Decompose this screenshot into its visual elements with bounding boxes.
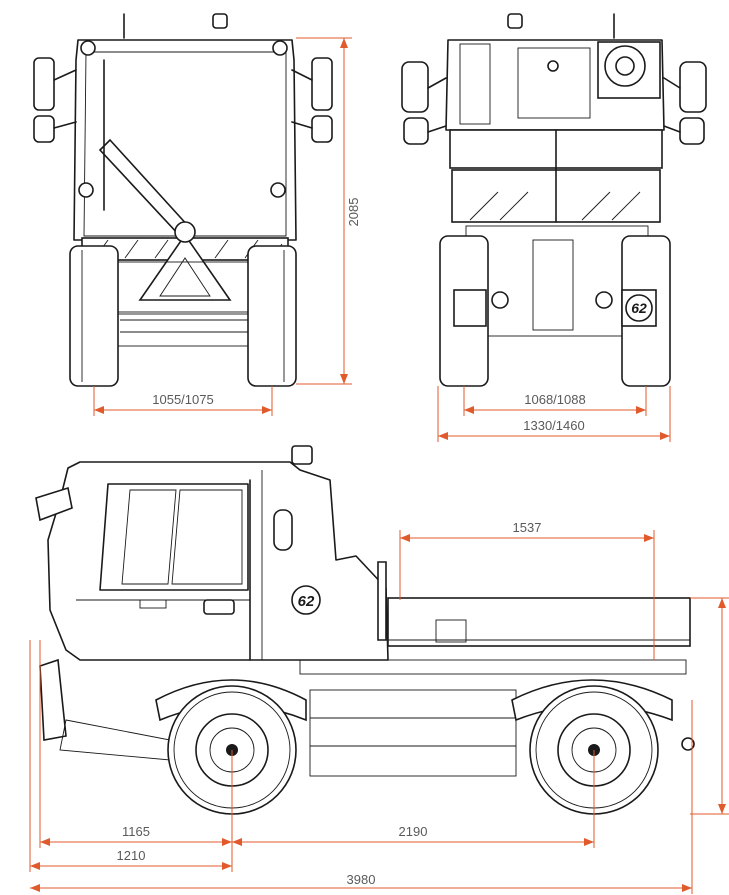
rear-left-mirror <box>401 61 429 113</box>
rear-speed-badge-text: 62 <box>631 300 647 316</box>
right-mirror <box>311 57 333 111</box>
beacon-light-rear <box>507 13 523 29</box>
left-mirror <box>33 57 55 111</box>
rear-view: 62 <box>401 13 707 387</box>
dim-front-overhang-label: 1165 <box>122 824 150 839</box>
beacon-light-front <box>212 13 228 29</box>
dim-height-label: 2085 <box>346 198 361 227</box>
dim-front-axle-offset-label: 1210 <box>117 848 146 863</box>
dimension-lines <box>29 37 729 894</box>
rear-speed-badge <box>625 294 653 322</box>
rear-right-mirror <box>679 61 707 113</box>
wiper-arm <box>98 138 192 238</box>
dim-overall-length-label: 3980 <box>347 872 376 887</box>
dim-rear-track-label: 1068/1088 <box>524 392 585 407</box>
dim-platform-length-label: 1537 <box>513 520 542 535</box>
side-mirror <box>35 486 73 522</box>
side-cab-outline <box>47 461 389 661</box>
front-hitch <box>138 233 232 301</box>
front-cab-frame <box>73 39 297 241</box>
cargo-platform <box>387 597 691 647</box>
dim-wheelbase-label: 2190 <box>399 824 428 839</box>
front-left-wheel <box>69 245 119 387</box>
front-view <box>33 13 333 387</box>
side-view: 62 <box>35 445 695 815</box>
front-right-wheel <box>247 245 297 387</box>
dim-rear-width-label: 1330/1460 <box>523 418 584 433</box>
side-speed-badge-text: 62 <box>298 593 315 610</box>
side-speed-badge <box>291 585 321 615</box>
dim-front-track-label: 1055/1075 <box>152 392 213 407</box>
